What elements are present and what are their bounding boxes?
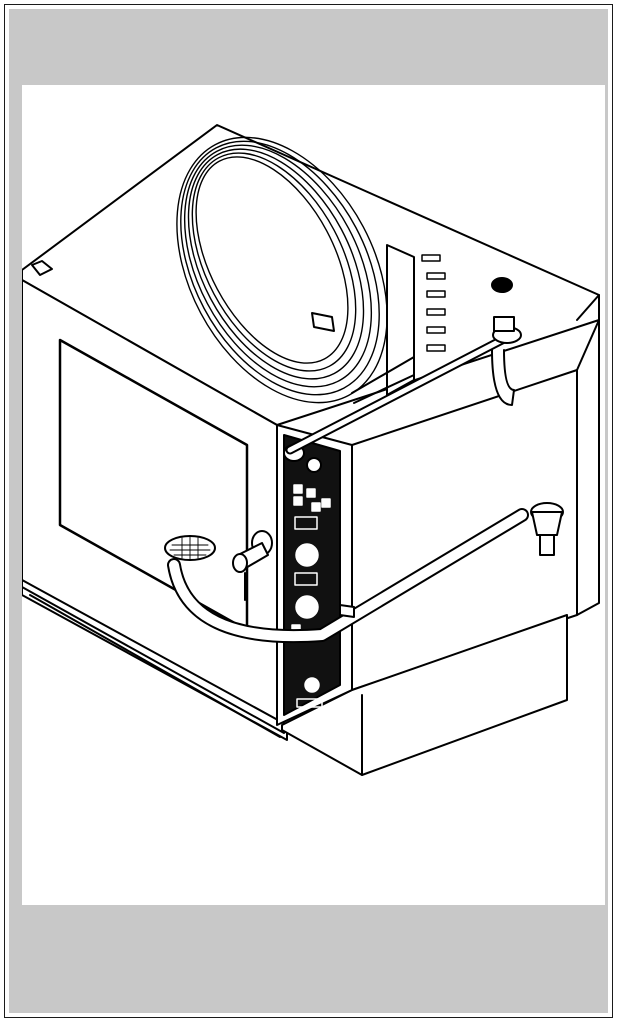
fitting-bracket [386, 244, 415, 396]
control-strip [283, 434, 341, 716]
hose-coil [176, 136, 388, 404]
nozzles [421, 254, 446, 352]
oven-illustration [22, 124, 600, 776]
valve [530, 502, 564, 556]
door-handle [232, 530, 273, 573]
top-pipe-fill [287, 337, 505, 453]
figure-area [22, 85, 605, 905]
